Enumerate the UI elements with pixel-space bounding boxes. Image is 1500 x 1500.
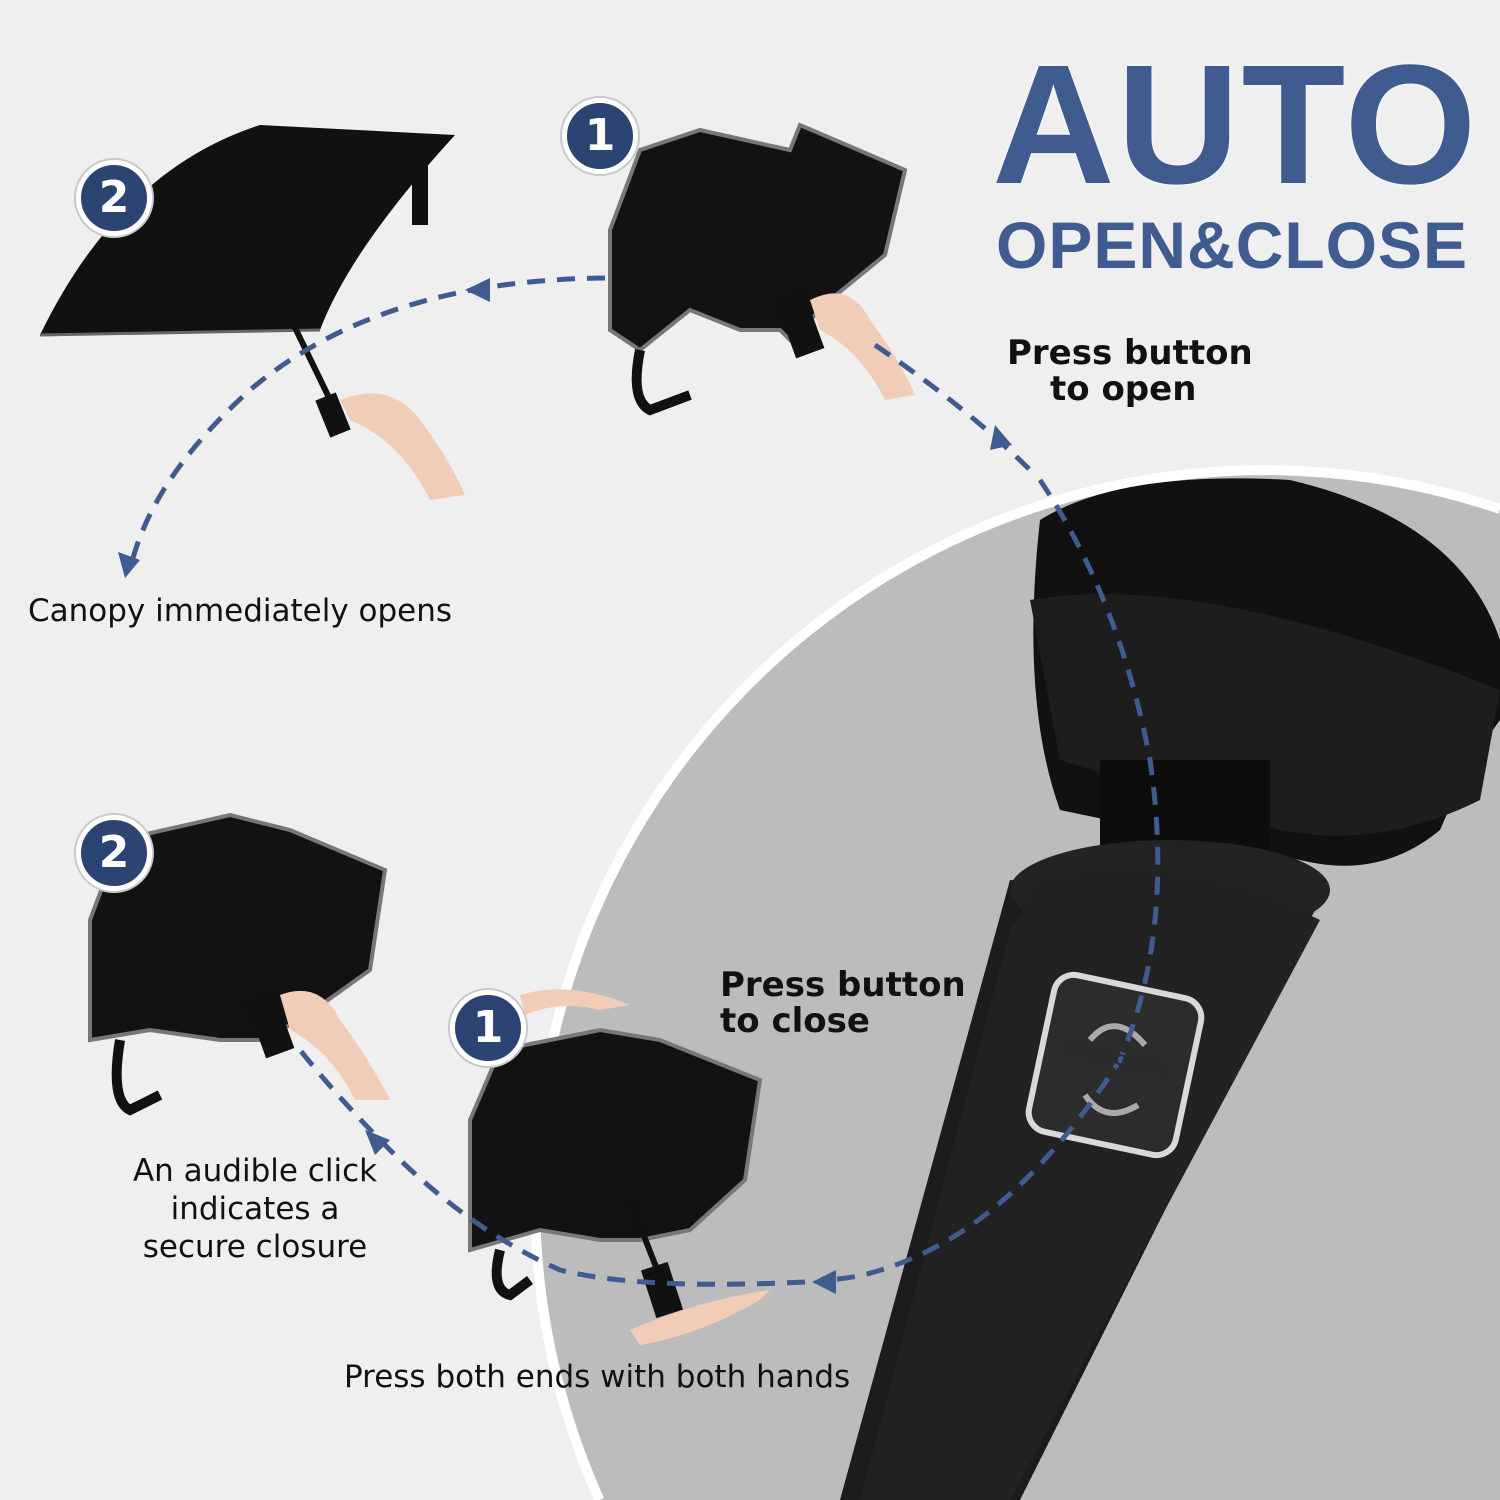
- zoom-circle-outline: [530, 465, 1500, 1500]
- step-badge-open-2: 2: [76, 160, 152, 236]
- canopy-opens-label: Canopy immediately opens: [28, 593, 453, 629]
- umbrella-inverted-left: [88, 812, 390, 1116]
- arrowheads: [118, 278, 1012, 1294]
- umbrella-open: [39, 125, 465, 500]
- audible-click-line2: secure closure: [142, 1229, 368, 1265]
- audible-click-line1: An audible click indicates a: [132, 1153, 378, 1227]
- flow-arrows: [127, 275, 1161, 1287]
- headline-open-close: OPEN&CLOSE: [996, 208, 1469, 282]
- umbrella-inverted-top: [608, 122, 915, 416]
- press-to-open-line2: to open: [1050, 369, 1197, 409]
- audible-click-label: An audible click indicates a secure clos…: [60, 1152, 450, 1266]
- step-badge-open-1: 1: [562, 98, 638, 174]
- press-to-close-line2: to close: [720, 1001, 870, 1041]
- press-to-close-line1: Press button: [720, 965, 966, 1005]
- press-to-open-label: Press button to open: [1007, 335, 1253, 407]
- step-badge-close-2: 2: [76, 815, 152, 891]
- both-hands-label: Press both ends with both hands: [344, 1359, 851, 1395]
- headline-auto: AUTO: [992, 30, 1479, 220]
- umbrella-inverted-bottom: [468, 989, 770, 1345]
- umbrella-handle-closeup: [840, 478, 1500, 1500]
- press-to-open-line1: Press button: [1007, 333, 1253, 373]
- step-badge-close-1: 1: [450, 990, 526, 1066]
- press-to-close-label: Press button to close: [720, 967, 966, 1039]
